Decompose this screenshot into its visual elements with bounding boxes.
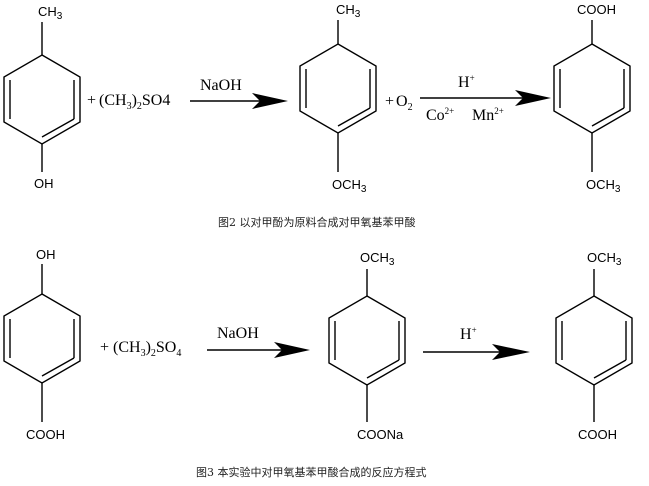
fig2-arrow-1: NaOH [190,77,288,109]
fig2-caption: 图2 以对甲酚为原料合成对甲氧基苯甲酸 [218,215,416,229]
fig3-reactant-hydroxyl-label: OH [36,247,56,262]
fig3-product-carboxyl-label: COOH [578,427,617,442]
fig2-product-carboxyl-label: COOH [577,2,616,17]
figure2-scheme: CH3 OH + (CH3)2SO4 NaOH CH3 OCH3 + O2 H+ [3,2,631,229]
fig2-product-methoxy-label: OCH3 [586,177,621,195]
fig2-intermediate-methoxy-label: OCH3 [332,177,367,195]
fig3-reactant-carboxyl-label: COOH [26,427,65,442]
fig3-dimethyl-sulfate: (CH3)2SO4 [113,339,181,359]
fig3-arrow1-reagent: NaOH [217,325,259,342]
fig3-arrow2-acid: H+ [460,325,477,343]
fig2-arrow2-acid: H+ [458,73,475,91]
fig2-arrow2-manganese: Mn2+ [472,106,504,124]
fig2-cresol-methyl-label: CH3 [38,4,63,22]
fig3-caption: 图3 本实验中对甲氧基苯甲酸合成的反应方程式 [196,465,427,479]
fig3-product-methoxy-label: OCH3 [587,250,622,268]
fig2-arrow2-cobalt: Co2+ [426,106,454,124]
fig3-plus-1: + [100,339,109,356]
fig2-intermediate-methyl-label: CH3 [336,2,361,20]
fig2-arrow1-reagent: NaOH [200,77,242,94]
fig2-p-cresol-structure: CH3 OH [3,4,81,191]
fig2-arrow-2: H+ Co2+ Mn2+ [420,73,551,124]
fig2-plus-2: + [385,93,394,110]
fig2-plus-1: + [87,92,96,109]
fig3-intermediate-methoxy-label: OCH3 [360,250,395,268]
fig2-cresol-hydroxyl-label: OH [34,176,54,191]
fig3-intermediate-carboxylate-label: COONa [357,427,404,442]
fig2-dimethyl-sulfate: (CH3)2SO4 [99,92,170,112]
fig3-sodium-anisate-structure: OCH3 COONa [328,250,406,442]
fig2-anisic-acid-structure: COOH OCH3 [553,2,631,195]
fig3-hydroxybenzoic-acid-structure: OH COOH [3,247,81,442]
fig3-arrow-2: H+ [423,325,530,360]
fig3-anisic-acid-structure: OCH3 COOH [555,250,633,442]
fig2-oxygen: O2 [396,93,413,113]
fig3-arrow-1: NaOH [207,325,310,358]
fig2-methylanisole-structure: CH3 OCH3 [299,2,377,195]
figure3-scheme: OH COOH + (CH3)2SO4 NaOH OCH3 COONa H+ [3,247,633,479]
